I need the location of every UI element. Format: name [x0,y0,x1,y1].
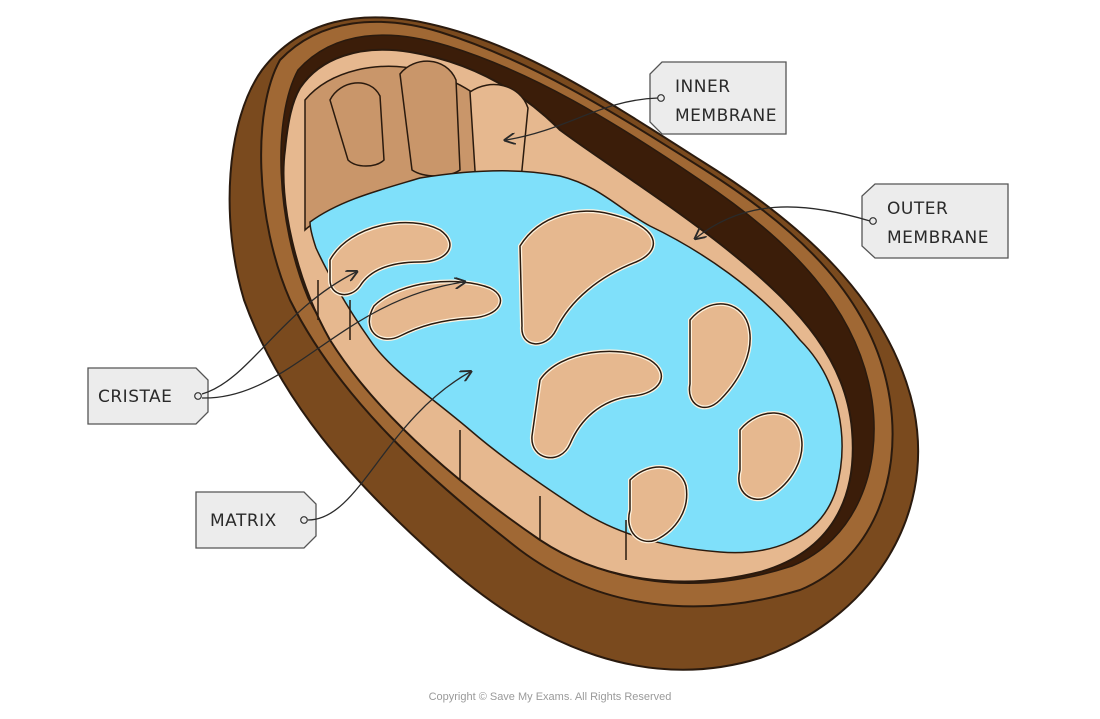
inner-membrane-line-1: INNER [675,77,731,97]
crista-fold-1-outline [329,221,451,296]
crista-fold-7-outline [627,466,688,543]
rim-lines [317,280,627,560]
pointer-arrow [506,97,659,140]
crista-fold-6-outline [738,412,803,501]
pointer-arrow [201,272,356,395]
outer-membrane-label: OUTER MEMBRANE [861,183,1009,259]
cristae-text: CRISTAE [98,387,172,407]
pointer-arrow [307,372,470,521]
crista-fold-5-outline [688,303,751,409]
pointer-arrow [201,282,464,399]
inner-membrane-line-2: MEMBRANE [675,106,777,126]
crista-fold-3-outline [519,210,654,345]
crista-fold-4-outline [531,350,663,459]
cristae-label: CRISTAE [87,367,209,425]
outer-membrane-line-2: MEMBRANE [887,228,989,248]
inner-membrane-label: INNER MEMBRANE [649,61,787,135]
copyright-notice: Copyright © Save My Exams. All Rights Re… [428,691,672,703]
outer-membrane-line-1: OUTER [887,199,948,219]
crista-fold-top-1 [329,82,385,167]
pointer-arrow [696,206,871,238]
crista-fold-top-2 [399,60,461,177]
crista-fold-2-outline [368,280,502,340]
matrix-label: MATRIX [195,491,317,549]
matrix-text: MATRIX [210,511,277,531]
